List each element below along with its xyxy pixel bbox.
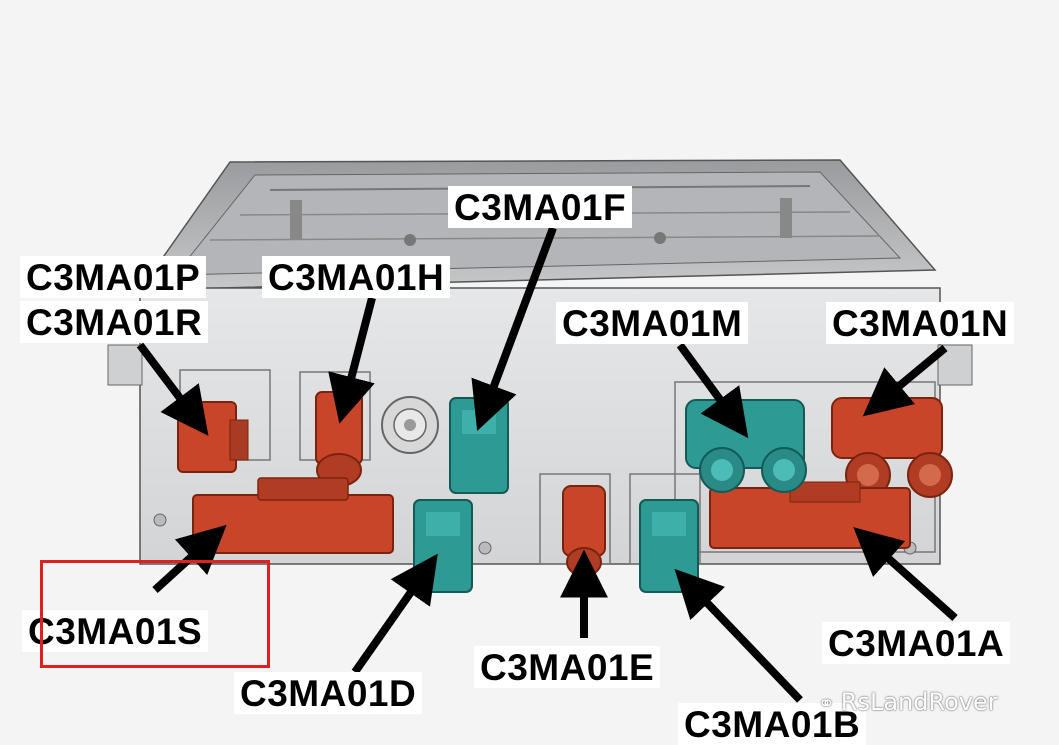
arrow-m xyxy=(676,342,749,439)
highlight-box-c3ma01s xyxy=(40,560,270,668)
wechat-icon: ⚭ xyxy=(818,691,835,715)
label-c3ma01s: C3MA01S xyxy=(22,610,209,652)
arrow-h xyxy=(328,296,376,424)
label-c3ma01h: C3MA01H xyxy=(262,256,451,298)
label-c3ma01f: C3MA01F xyxy=(448,186,633,228)
label-c3ma01d: C3MA01D xyxy=(234,672,423,714)
connector-h xyxy=(315,391,363,487)
label-c3ma01m: C3MA01M xyxy=(556,302,749,344)
arrow-a xyxy=(853,527,958,621)
watermark: ⚭RsLandRover xyxy=(818,688,998,716)
arrow-d xyxy=(351,553,438,675)
label-c3ma01r: C3MA01R xyxy=(20,301,209,343)
arrow-f xyxy=(471,226,557,431)
label-c3ma01e: C3MA01E xyxy=(474,646,661,688)
watermark-text: RsLandRover xyxy=(840,688,998,716)
label-c3ma01b: C3MA01B xyxy=(678,703,867,745)
grey-round-connector xyxy=(381,396,439,454)
arrow-s xyxy=(152,524,227,593)
label-c3ma01a: C3MA01A xyxy=(822,622,1011,664)
arrow-b xyxy=(674,568,803,703)
connector-s xyxy=(192,477,394,554)
connector-a xyxy=(709,481,911,549)
connector-f xyxy=(449,397,509,494)
connector-b xyxy=(639,499,699,593)
arrow-n xyxy=(862,344,948,417)
label-c3ma01n: C3MA01N xyxy=(826,302,1015,344)
arrow-p-r xyxy=(136,342,209,436)
connector-e xyxy=(562,485,606,577)
label-c3ma01p: C3MA01P xyxy=(20,256,207,298)
